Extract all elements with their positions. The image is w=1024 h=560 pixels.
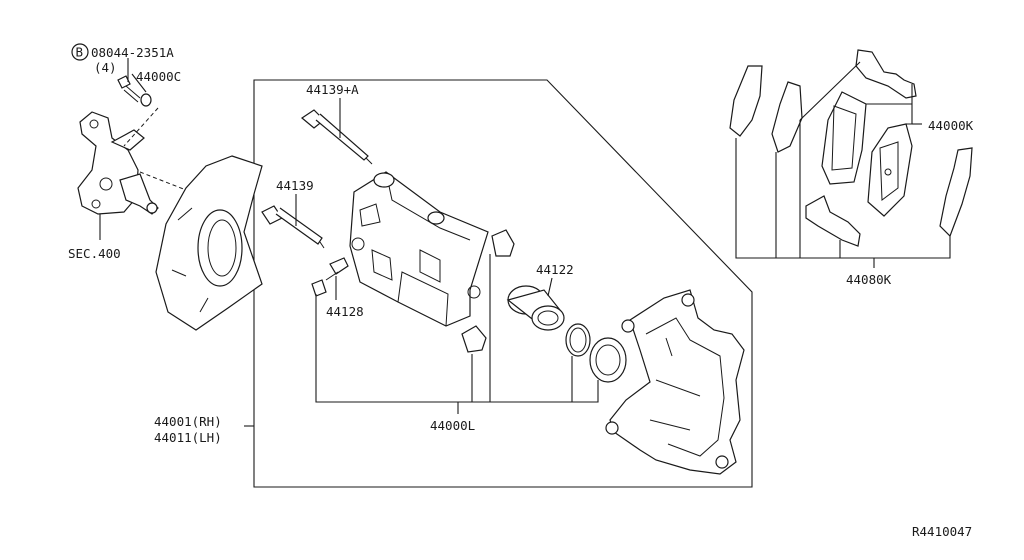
label-44001-rh: 44001(RH) — [154, 414, 222, 429]
diagram-reference: R4410047 — [912, 524, 972, 539]
brake-pad-inner — [867, 123, 913, 217]
seal-kit-bracket — [315, 254, 599, 403]
anti-squeal-shim-inner — [771, 81, 803, 153]
guide-pin-upper — [300, 109, 373, 165]
pad-retainer-upper — [855, 49, 917, 99]
splash-guard-plate — [155, 155, 263, 331]
steering-knuckle — [77, 111, 159, 215]
label-44000L: 44000L — [430, 418, 475, 433]
label-44139A: 44139+A — [306, 82, 359, 97]
washer — [140, 93, 152, 107]
bolt-to-knuckle-leader — [123, 107, 159, 147]
anti-squeal-shim-outer — [729, 65, 763, 137]
caliper-piston — [506, 285, 565, 331]
label-bolt-spec: 08044-2351A — [91, 45, 174, 60]
label-sec400: SEC.400 — [68, 246, 121, 261]
label-44000C: 44000C — [136, 69, 181, 84]
label-44080K: 44080K — [846, 272, 892, 287]
piston-seal — [565, 323, 591, 357]
label-44011-lh: 44011(LH) — [154, 430, 222, 445]
label-44139: 44139 — [276, 178, 314, 193]
label-44122: 44122 — [536, 262, 574, 277]
bolt-spec-circle — [71, 43, 89, 61]
assembly-frame — [253, 79, 753, 488]
pin-boot-right — [491, 229, 515, 257]
guide-pin-lower — [261, 205, 325, 249]
label-44128: 44128 — [326, 304, 364, 319]
bolt-spec-circle-letter: B — [76, 45, 84, 60]
bleeder-cap — [311, 279, 327, 297]
torque-member-bracket — [605, 289, 745, 475]
label-44000K: 44000K — [928, 118, 974, 133]
label-bolt-qty: (4) — [94, 60, 117, 75]
pad-retainer-lower — [805, 195, 861, 247]
p44000C-leader — [131, 73, 147, 93]
knuckle-to-plate-leader — [139, 171, 187, 191]
pad-wear-shim — [939, 147, 973, 238]
brake-pad-outer — [821, 91, 867, 185]
mounting-bolt — [117, 75, 141, 103]
caliper-body — [349, 171, 489, 327]
pin-boot-left — [461, 325, 487, 353]
piston-boot — [589, 337, 627, 383]
pad-kit-bracket — [735, 120, 951, 259]
bleeder-screw — [325, 257, 349, 281]
p44122-leader — [547, 277, 553, 297]
